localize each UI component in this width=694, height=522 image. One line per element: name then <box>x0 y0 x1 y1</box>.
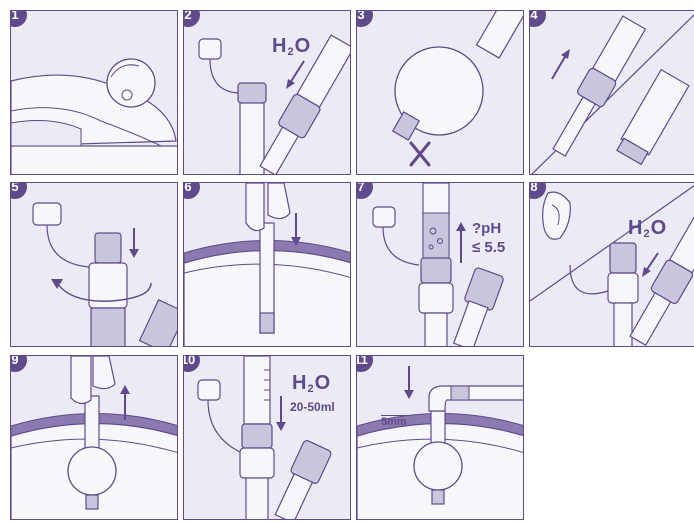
spacing-measure-label: 5mm <box>381 416 407 428</box>
panel-11: 11 5mm <box>356 355 524 520</box>
balloon-do-not-inflate-illustration <box>357 11 524 175</box>
water-label: H2O <box>628 217 667 240</box>
catheter-disconnect-illustration <box>530 11 694 175</box>
panel-6: 6 <box>183 182 351 347</box>
panel-9: 9 <box>10 355 178 520</box>
valve-rotate-illustration <box>11 183 178 347</box>
balloon-positioning-illustration <box>11 356 178 520</box>
panel-4: 4 <box>529 10 694 175</box>
ph-test-illustration <box>357 183 524 347</box>
water-syringe-illustration <box>530 183 694 347</box>
water-label: H2O <box>272 35 311 58</box>
final-position-illustration <box>357 356 524 520</box>
panel-3: 3 <box>356 10 524 175</box>
catheter-insertion-illustration <box>184 183 351 347</box>
panel-5: 5 <box>10 182 178 347</box>
ph-requirement-label: ?pH ≤ 5.5 <box>472 219 505 257</box>
cross-mark-icon <box>411 143 429 165</box>
panel-10: 10 H2O 20-50ml <box>183 355 351 520</box>
water-volume-label: 20-50ml <box>290 400 335 414</box>
patient-lying-illustration <box>11 11 178 175</box>
panel-8: 8 H2O <box>529 182 694 347</box>
panel-1: 1 <box>10 10 178 175</box>
catheter-water-fill-illustration <box>184 11 351 175</box>
panel-2: 2 H2O <box>183 10 351 175</box>
panel-7: 7 ?pH ≤ 5.5 <box>356 182 524 347</box>
water-label: H2O <box>292 372 331 395</box>
